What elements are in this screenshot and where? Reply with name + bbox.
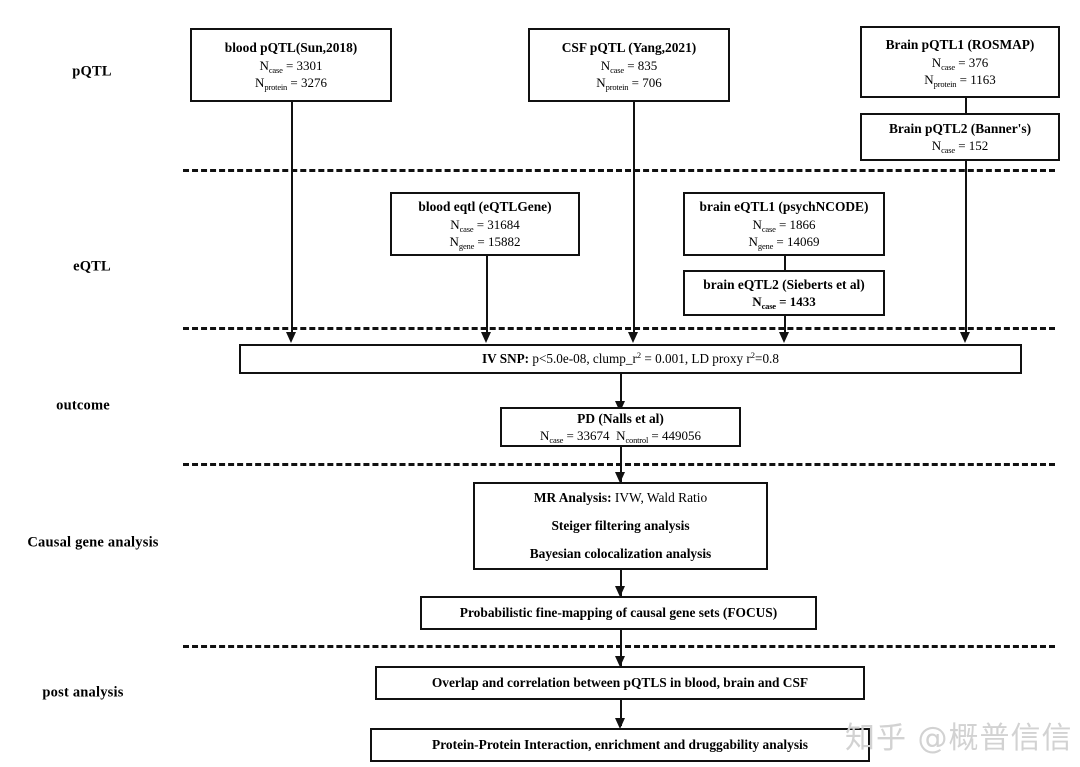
connector-brain-eqtl2-to-ivsnp (784, 316, 786, 334)
box-iv-snp-text: IV SNP: p<5.0e-08, clump_r2 = 0.001, LD … (482, 350, 779, 367)
box-brain-pqtl1-title: Brain pQTL1 (ROSMAP) (885, 37, 1035, 52)
arrowhead-mr-to-focus (615, 586, 625, 597)
box-blood-pqtl-title: blood pQTL(Sun,2018) (224, 40, 358, 55)
box-focus[interactable]: Probabilistic fine-mapping of causal gen… (420, 596, 817, 630)
arrowhead-brain-pqtl2-to-ivsnp (960, 332, 970, 343)
box-csf-pqtl[interactable]: CSF pQTL (Yang,2021) Ncase = 835 Nprotei… (528, 28, 730, 102)
connector-brain-eqtl1-to-eqtl2 (784, 256, 786, 270)
arrowhead-csf-pqtl-to-ivsnp (628, 332, 638, 343)
box-blood-pqtl-ncase: Ncase = 3301 (259, 57, 323, 75)
box-brain-eqtl2-title: brain eQTL2 (Sieberts et al) (703, 276, 865, 292)
stage-label-pqtl: pQTL (72, 63, 112, 80)
box-mr-analysis-line3: Bayesian colocalization analysis (529, 545, 712, 561)
box-blood-eqtl-ngene: Ngene = 15882 (449, 233, 521, 251)
box-blood-pqtl[interactable]: blood pQTL(Sun,2018) Ncase = 3301 Nprote… (190, 28, 392, 102)
connector-ivsnp-to-pd (620, 374, 622, 403)
box-pd-outcome-counts: Ncase = 33674 Ncontrol = 449056 (540, 428, 701, 446)
stage-label-causal-gene-analysis: Causal gene analysis (27, 534, 159, 551)
arrowhead-brain-eqtl2-to-ivsnp (779, 332, 789, 343)
box-brain-eqtl1-ngene: Ngene = 14069 (748, 233, 820, 251)
box-brain-eqtl1-title: brain eQTL1 (psychNCODE) (699, 199, 869, 214)
box-brain-eqtl2[interactable]: brain eQTL2 (Sieberts et al) Ncase = 143… (683, 270, 885, 316)
box-pd-outcome-title: PD (Nalls et al) (577, 410, 664, 426)
box-mr-analysis[interactable]: MR Analysis: IVW, Wald Ratio Steiger fil… (473, 482, 768, 570)
box-brain-eqtl2-ncase: Ncase = 1433 (752, 294, 816, 312)
arrowhead-blood-pqtl-to-ivsnp (286, 332, 296, 343)
box-pd-outcome[interactable]: PD (Nalls et al) Ncase = 33674 Ncontrol … (500, 407, 741, 447)
box-overlap-text: Overlap and correlation between pQTLS in… (431, 675, 809, 691)
box-mr-analysis-line1: MR Analysis: IVW, Wald Ratio (533, 490, 708, 506)
stage-label-post-analysis: post analysis (42, 684, 124, 701)
arrowhead-blood-eqtl-to-ivsnp (481, 332, 491, 343)
box-blood-eqtl-ncase: Ncase = 31684 (450, 216, 520, 234)
box-ppi[interactable]: Protein-Protein Interaction, enrichment … (370, 728, 870, 762)
connector-focus-to-overlap (620, 630, 622, 667)
box-blood-eqtl-title: blood eqtl (eQTLGene) (418, 199, 552, 214)
separator-outcome-causal (183, 463, 1055, 466)
box-blood-pqtl-nprotein: Nprotein = 3276 (255, 74, 327, 92)
box-csf-pqtl-ncase: Ncase = 835 (600, 57, 658, 75)
arrowhead-overlap-to-ppi (615, 718, 625, 729)
box-csf-pqtl-nprotein: Nprotein = 706 (596, 74, 662, 92)
connector-brain-pqtl1-to-pqtl2 (965, 98, 967, 113)
connector-blood-pqtl-to-ivsnp (291, 102, 293, 334)
stage-label-eqtl: eQTL (73, 258, 111, 275)
connector-overlap-to-ppi (620, 700, 622, 726)
connector-mr-to-focus (620, 570, 622, 597)
arrowhead-focus-to-overlap (615, 656, 625, 667)
box-brain-pqtl1[interactable]: Brain pQTL1 (ROSMAP) Ncase = 376 Nprotei… (860, 26, 1060, 98)
connector-csf-pqtl-to-ivsnp (633, 102, 635, 334)
box-brain-pqtl1-nprotein: Nprotein = 1163 (924, 71, 996, 89)
connector-brain-pqtl2-to-ivsnp (965, 161, 967, 334)
separator-eqtl-ivsnp (183, 327, 1055, 330)
box-brain-pqtl1-ncase: Ncase = 376 (931, 54, 989, 72)
box-overlap[interactable]: Overlap and correlation between pQTLS in… (375, 666, 865, 700)
box-brain-eqtl1-ncase: Ncase = 1866 (752, 216, 816, 234)
box-csf-pqtl-title: CSF pQTL (Yang,2021) (561, 40, 697, 55)
connector-pd-to-mr (620, 447, 622, 483)
box-iv-snp[interactable]: IV SNP: p<5.0e-08, clump_r2 = 0.001, LD … (239, 344, 1022, 374)
arrowhead-pd-to-mr (615, 472, 625, 483)
arrowhead-ivsnp-to-pd (615, 401, 625, 412)
stage-label-outcome: outcome (56, 397, 110, 414)
separator-pqtl-eqtl (183, 169, 1055, 172)
separator-causal-post (183, 645, 1055, 648)
box-mr-analysis-line2: Steiger filtering analysis (551, 518, 690, 534)
box-brain-pqtl2[interactable]: Brain pQTL2 (Banner's) Ncase = 152 (860, 113, 1060, 161)
zhihu-watermark: 知乎 @概普信信 (845, 721, 1073, 756)
box-brain-pqtl2-ncase: Ncase = 152 (931, 138, 989, 156)
connector-blood-eqtl-to-ivsnp (486, 256, 488, 334)
box-ppi-text: Protein-Protein Interaction, enrichment … (432, 737, 808, 753)
box-blood-eqtl[interactable]: blood eqtl (eQTLGene) Ncase = 31684 Ngen… (390, 192, 580, 256)
box-brain-pqtl2-title: Brain pQTL2 (Banner's) (888, 120, 1032, 136)
box-focus-text: Probabilistic fine-mapping of causal gen… (459, 605, 778, 621)
box-brain-eqtl1[interactable]: brain eQTL1 (psychNCODE) Ncase = 1866 Ng… (683, 192, 885, 256)
